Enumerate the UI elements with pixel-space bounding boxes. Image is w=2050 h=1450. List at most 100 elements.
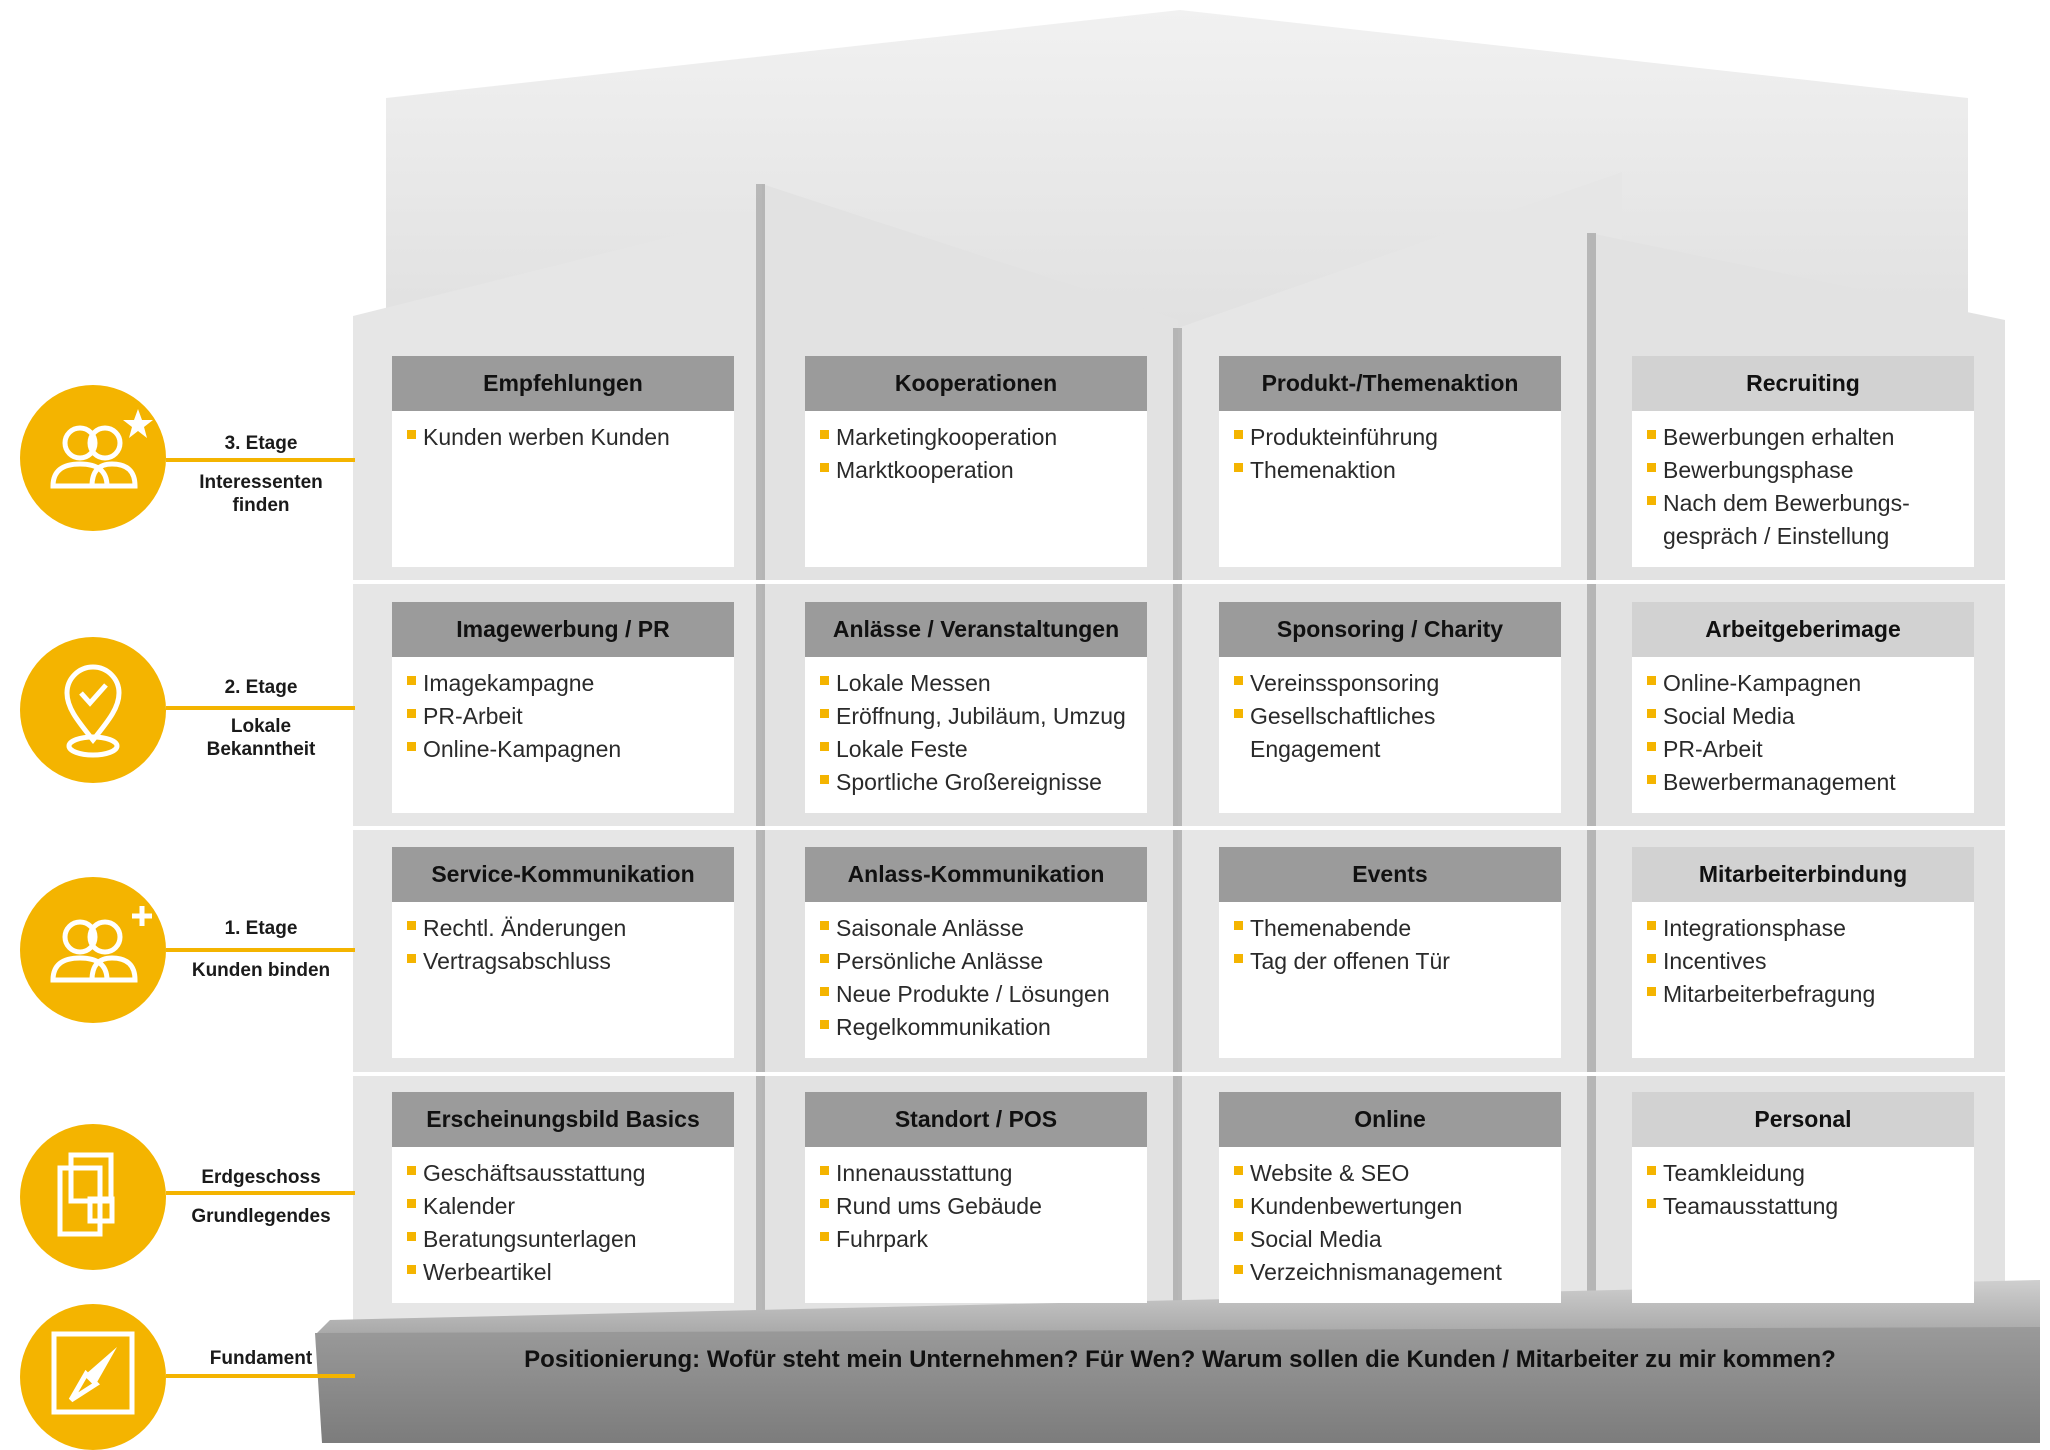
list-item: Gesellschaftliches Engagement	[1233, 700, 1450, 766]
card-standort-pos: Standort / POS Innenausstattung Rund ums…	[805, 1092, 1147, 1303]
list-item: Social Media	[1233, 1223, 1549, 1256]
list-item: Marktkooperation	[819, 454, 1135, 487]
list-item: Kunden werben Kunden	[406, 421, 722, 454]
ground-floor-title: Erdgeschoss	[201, 1167, 321, 1188]
card-items: Website & SEO Kundenbewertungen Social M…	[1219, 1147, 1561, 1289]
list-item: Themenaktion	[1233, 454, 1549, 487]
location-check-icon	[64, 664, 122, 758]
list-item: Social Media	[1646, 700, 1962, 733]
card-kooperationen: Kooperationen Marketingkooperation Markt…	[805, 356, 1147, 567]
card-title: Erscheinungsbild Basics	[392, 1092, 734, 1147]
list-item: Sportliche Großereignisse	[819, 766, 1135, 799]
card-items: Saisonale Anlässe Persönliche Anlässe Ne…	[805, 902, 1147, 1044]
card-produkt-themenaktion: Produkt-/Themenaktion Produkteinführung …	[1219, 356, 1561, 567]
foundation-text: Positionierung: Wofür steht mein Unterne…	[524, 1346, 1836, 1373]
card-title: Personal	[1632, 1092, 1974, 1147]
column-divider	[1173, 328, 1182, 1320]
card-title: Arbeitgeberimage	[1632, 602, 1974, 657]
floor-1-subtitle: Kunden binden	[191, 960, 331, 981]
card-title: Service-Kommunikation	[392, 847, 734, 902]
list-item: Produkteinführung	[1233, 421, 1549, 454]
list-item: Nach dem Bewerbungs-gespräch / Einstellu…	[1646, 487, 1913, 553]
list-item: Imagekampagne	[406, 667, 722, 700]
floor-2-title: 2. Etage	[224, 677, 298, 698]
list-item: Werbeartikel	[406, 1256, 722, 1289]
list-item: Bewerbungsphase	[1646, 454, 1962, 487]
card-title: Recruiting	[1632, 356, 1974, 411]
floor-3-title: 3. Etage	[224, 433, 298, 454]
card-items: Produkteinführung Themenaktion	[1219, 411, 1561, 487]
card-imagewerbung-pr: Imagewerbung / PR Imagekampagne PR-Arbei…	[392, 602, 734, 813]
card-title: Anlässe / Veranstaltungen	[805, 602, 1147, 657]
card-erscheinungsbild-basics: Erscheinungsbild Basics Geschäftsausstat…	[392, 1092, 734, 1303]
card-title: Produkt-/Themenaktion	[1219, 356, 1561, 411]
floor-2-subtitle: Lokale Bekanntheit	[206, 716, 316, 760]
list-item: Lokale Messen	[819, 667, 1135, 700]
list-item: Integrationsphase	[1646, 912, 1962, 945]
card-anlaesse-veranstaltungen: Anlässe / Veranstaltungen Lokale Messen …	[805, 602, 1147, 813]
card-items: Vereinssponsoring Gesellschaftliches Eng…	[1219, 657, 1561, 766]
card-title: Empfehlungen	[392, 356, 734, 411]
users-plus-icon	[50, 906, 152, 983]
list-item: Website & SEO	[1233, 1157, 1549, 1190]
card-title: Standort / POS	[805, 1092, 1147, 1147]
list-item: PR-Arbeit	[406, 700, 722, 733]
floor-3-subtitle: Interessenten finden	[199, 472, 323, 516]
list-item: Verzeichnismanagement	[1233, 1256, 1549, 1289]
foundation-top	[315, 1280, 2040, 1335]
card-items: Geschäftsausstattung Kalender Beratungsu…	[392, 1147, 734, 1289]
card-anlass-kommunikation: Anlass-Kommunikation Saisonale Anlässe P…	[805, 847, 1147, 1058]
floor-1-title: 1. Etage	[224, 918, 298, 939]
card-title: Sponsoring / Charity	[1219, 602, 1561, 657]
card-arbeitgeberimage: Arbeitgeberimage Online-Kampagnen Social…	[1632, 602, 1974, 813]
list-item: PR-Arbeit	[1646, 733, 1962, 766]
list-item: Online-Kampagnen	[406, 733, 722, 766]
floor-1-line	[166, 948, 355, 952]
card-items: Lokale Messen Eröffnung, Jubiläum, Umzug…	[805, 657, 1147, 799]
card-online: Online Website & SEO Kundenbewertungen S…	[1219, 1092, 1561, 1303]
card-recruiting: Recruiting Bewerbungen erhalten Bewerbun…	[1632, 356, 1974, 567]
card-items: Marketingkooperation Marktkooperation	[805, 411, 1147, 487]
card-items: Teamkleidung Teamausstattung	[1632, 1147, 1974, 1223]
card-mitarbeiterbindung: Mitarbeiterbindung Integrationsphase Inc…	[1632, 847, 1974, 1058]
list-item: Teamausstattung	[1646, 1190, 1962, 1223]
list-item: Themenabende	[1233, 912, 1549, 945]
floor-3-line	[166, 458, 355, 462]
list-item: Incentives	[1646, 945, 1962, 978]
ground-floor-subtitle: Grundlegendes	[191, 1206, 331, 1227]
documents-icon	[57, 1152, 115, 1237]
card-title: Online	[1219, 1092, 1561, 1147]
foundation-slab	[315, 1327, 2040, 1443]
floor-2-icon-circle	[20, 637, 166, 783]
card-items: Online-Kampagnen Social Media PR-Arbeit …	[1632, 657, 1974, 799]
list-item: Geschäftsausstattung	[406, 1157, 722, 1190]
card-empfehlungen: Empfehlungen Kunden werben Kunden	[392, 356, 734, 567]
list-item: Vertragsabschluss	[406, 945, 722, 978]
card-title: Anlass-Kommunikation	[805, 847, 1147, 902]
card-sponsoring-charity: Sponsoring / Charity Vereinssponsoring G…	[1219, 602, 1561, 813]
ground-floor-icon-circle	[20, 1124, 166, 1270]
card-title: Imagewerbung / PR	[392, 602, 734, 657]
list-item: Eröffnung, Jubiläum, Umzug	[819, 700, 1135, 733]
list-item: Persönliche Anlässe	[819, 945, 1135, 978]
card-items: Themenabende Tag der offenen Tür	[1219, 902, 1561, 978]
card-events: Events Themenabende Tag der offenen Tür	[1219, 847, 1561, 1058]
card-items: Innenausstattung Rund ums Gebäude Fuhrpa…	[805, 1147, 1147, 1256]
users-star-icon	[50, 409, 153, 489]
foundation-icon-circle	[20, 1304, 166, 1450]
list-item: Beratungsunterlagen	[406, 1223, 722, 1256]
floor-separator	[353, 580, 2005, 584]
column-divider	[1587, 233, 1596, 1320]
list-item: Vereinssponsoring	[1233, 667, 1549, 700]
card-items: Rechtl. Änderungen Vertragsabschluss	[392, 902, 734, 978]
card-title: Events	[1219, 847, 1561, 902]
list-item: Mitarbeiterbefragung	[1646, 978, 1962, 1011]
floor-separator	[353, 1072, 2005, 1076]
list-item: Online-Kampagnen	[1646, 667, 1962, 700]
list-item: Teamkleidung	[1646, 1157, 1962, 1190]
list-item: Marketingkooperation	[819, 421, 1135, 454]
card-items: Imagekampagne PR-Arbeit Online-Kampagnen	[392, 657, 734, 766]
floor-3-icon-circle	[20, 385, 166, 531]
floor-2-line	[166, 706, 355, 710]
